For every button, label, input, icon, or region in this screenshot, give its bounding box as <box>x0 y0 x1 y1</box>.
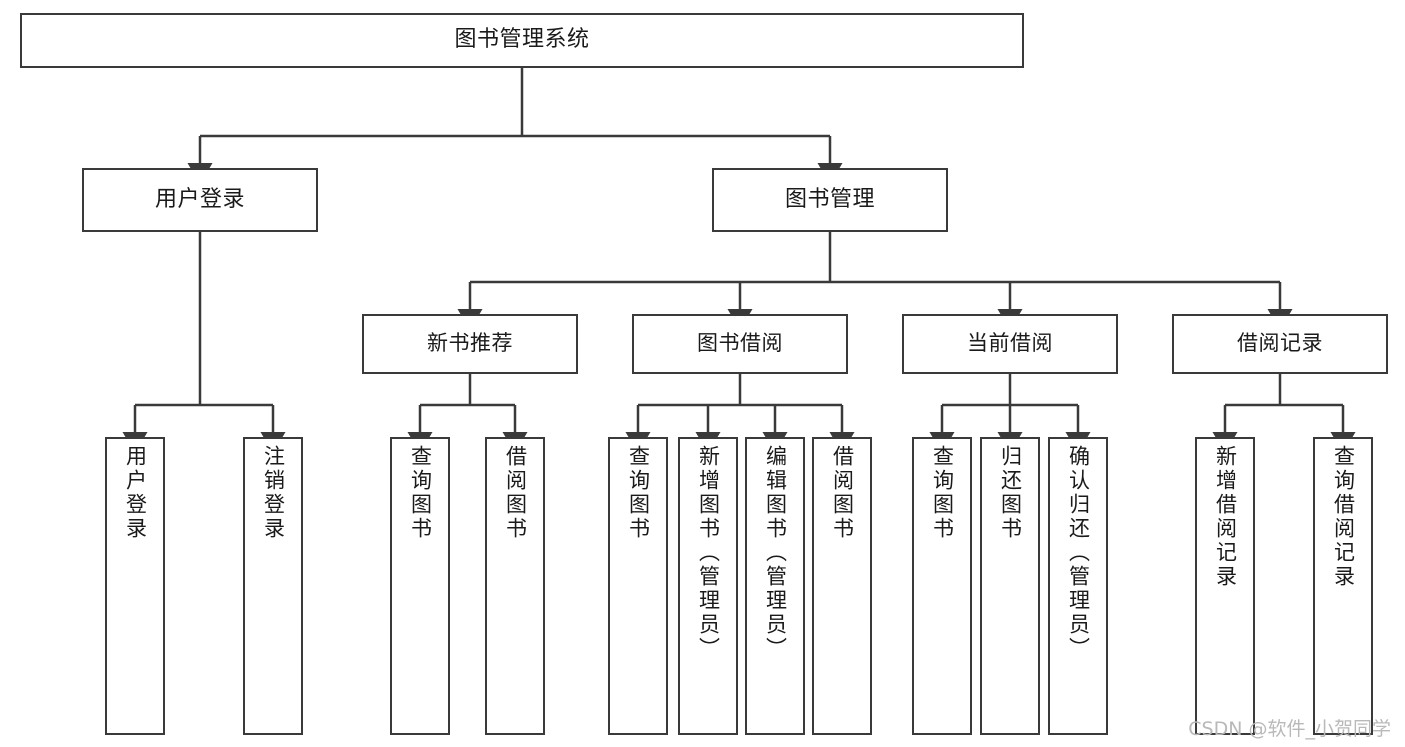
node-leaf-8[interactable]: 借阅图书 <box>812 437 872 735</box>
node-label: 借阅图书 <box>830 445 855 541</box>
node-label: 用户登录 <box>123 445 148 541</box>
node-leaf-10[interactable]: 归还图书 <box>980 437 1040 735</box>
node-leaf-11[interactable]: 确认归还（管理员） <box>1048 437 1108 735</box>
node-label: 查询图书 <box>626 445 651 541</box>
node-label: 归还图书 <box>998 445 1023 541</box>
node-label: 查询借阅记录 <box>1331 445 1356 589</box>
node-label: 用户登录 <box>154 186 245 212</box>
node-leaf-7[interactable]: 编辑图书（管理员） <box>745 437 805 735</box>
node-root[interactable]: 图书管理系统 <box>20 13 1024 68</box>
node-leaf-12[interactable]: 新增借阅记录 <box>1195 437 1255 735</box>
watermark-label: CSDN @软件_小贺同学 <box>1188 718 1391 740</box>
node-leaf-1[interactable]: 用户登录 <box>105 437 165 735</box>
node-l3-4[interactable]: 借阅记录 <box>1172 314 1388 374</box>
node-label: 确认归还（管理员） <box>1066 445 1091 661</box>
node-leaf-5[interactable]: 查询图书 <box>608 437 668 735</box>
node-label: 新书推荐 <box>427 331 513 356</box>
node-label: 图书管理系统 <box>454 27 590 53</box>
node-leaf-6[interactable]: 新增图书（管理员） <box>678 437 738 735</box>
node-leaf-4[interactable]: 借阅图书 <box>485 437 545 735</box>
node-leaf-9[interactable]: 查询图书 <box>912 437 972 735</box>
node-leaf-3[interactable]: 查询图书 <box>390 437 450 735</box>
node-label: 图书管理 <box>784 186 875 212</box>
node-l3-3[interactable]: 当前借阅 <box>902 314 1118 374</box>
node-label: 新增图书（管理员） <box>696 445 721 661</box>
node-l2-2[interactable]: 图书管理 <box>712 168 948 232</box>
node-label: 新增借阅记录 <box>1213 445 1238 589</box>
node-label: 图书借阅 <box>697 331 783 356</box>
node-label: 注销登录 <box>261 445 286 541</box>
node-label: 借阅记录 <box>1237 331 1323 356</box>
edges-group <box>122 68 1356 454</box>
node-label: 查询图书 <box>408 445 433 541</box>
node-label: 编辑图书（管理员） <box>763 445 788 661</box>
node-leaf-13[interactable]: 查询借阅记录 <box>1313 437 1373 735</box>
node-leaf-2[interactable]: 注销登录 <box>243 437 303 735</box>
node-label: 查询图书 <box>930 445 955 541</box>
node-l3-2[interactable]: 图书借阅 <box>632 314 848 374</box>
node-l2-1[interactable]: 用户登录 <box>82 168 318 232</box>
node-l3-1[interactable]: 新书推荐 <box>362 314 578 374</box>
node-label: 当前借阅 <box>967 331 1053 356</box>
node-label: 借阅图书 <box>503 445 528 541</box>
